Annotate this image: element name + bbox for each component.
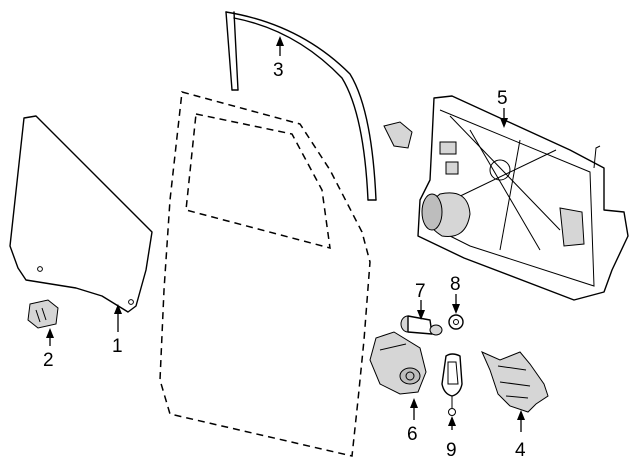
callout-number: 7 — [415, 281, 426, 302]
callout-number: 2 — [43, 350, 54, 371]
callout-number: 8 — [450, 274, 461, 295]
callout-1: 1 — [112, 304, 123, 357]
window-regulator-assembly — [383, 95, 629, 301]
callout-8: 8 — [450, 274, 461, 314]
callout-3: 3 — [273, 36, 284, 81]
callout-7: 7 — [415, 281, 426, 320]
callout-number: 3 — [273, 60, 284, 81]
callout-number: 4 — [515, 440, 526, 461]
callout-9: 9 — [446, 416, 457, 461]
callout-5: 5 — [497, 88, 508, 128]
cable-grommet — [441, 353, 463, 416]
door-outline — [159, 91, 371, 457]
glass-clip — [27, 299, 59, 329]
regulator-motor — [369, 331, 427, 395]
callout-6: 6 — [407, 398, 418, 445]
callout-2: 2 — [43, 328, 54, 371]
door-glass — [9, 115, 153, 313]
run-channel-weatherstrip — [225, 11, 377, 201]
callout-4: 4 — [515, 410, 526, 461]
callout-number: 6 — [407, 424, 418, 445]
regulator-pin — [400, 315, 443, 336]
callout-number: 1 — [112, 336, 123, 357]
callout-number: 5 — [497, 88, 508, 109]
callout-number: 9 — [446, 440, 457, 461]
door-bracket — [481, 351, 549, 413]
washer — [448, 314, 464, 330]
